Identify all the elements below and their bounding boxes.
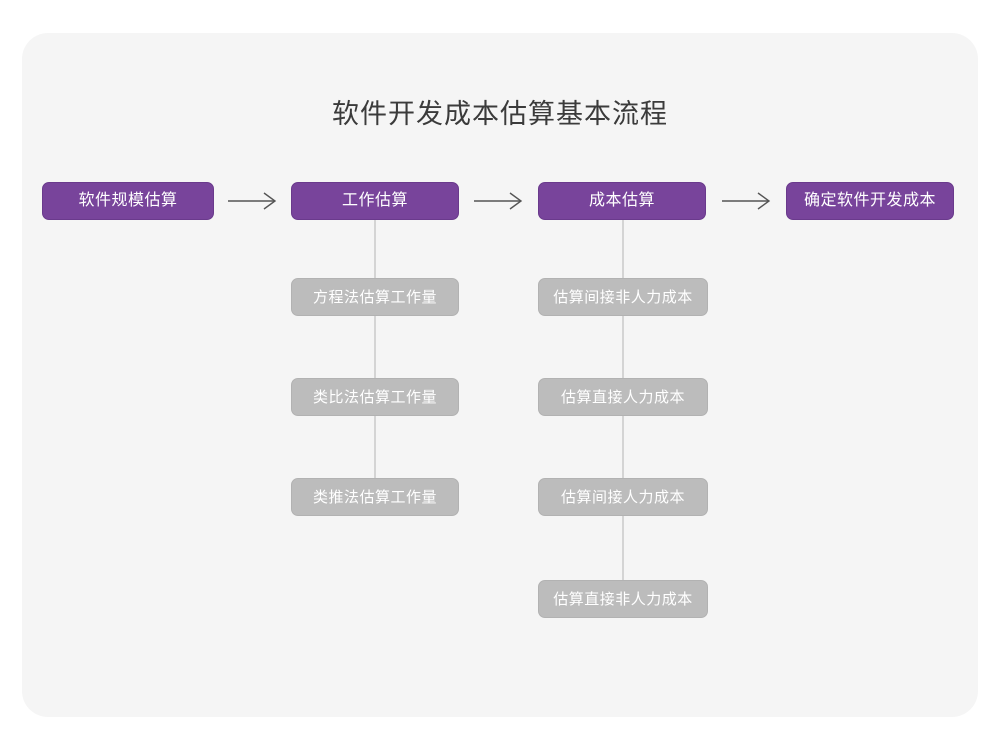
stage-node-label: 软件规模估算 [78, 192, 178, 209]
stage-node-cost-estimation[interactable]: 成本估算 [538, 182, 706, 220]
flow-arrow-3 [722, 190, 774, 212]
stage-node-software-scale-estimation[interactable]: 软件规模估算 [42, 182, 214, 220]
substep-node-label: 类推法估算工作量 [312, 488, 437, 506]
substep-node-label: 估算直接非人力成本 [553, 590, 693, 608]
substep-node-indirect-labor-cost[interactable]: 估算间接人力成本 [538, 478, 708, 516]
substep-node-label: 类比法估算工作量 [312, 388, 437, 406]
substep-node-indirect-nonlabor-cost[interactable]: 估算间接非人力成本 [538, 278, 708, 316]
substep-node-direct-labor-cost[interactable]: 估算直接人力成本 [538, 378, 708, 416]
flow-arrow-2 [474, 190, 526, 212]
substep-node-equation-method-workload[interactable]: 方程法估算工作量 [291, 278, 459, 316]
page-title: 软件开发成本估算基本流程 [332, 99, 668, 129]
substep-node-label: 方程法估算工作量 [312, 288, 437, 306]
substep-node-label: 估算间接人力成本 [560, 488, 685, 506]
stage-node-label: 成本估算 [588, 192, 655, 209]
stage-node-work-estimation[interactable]: 工作估算 [291, 182, 459, 220]
substep-node-direct-nonlabor-cost[interactable]: 估算直接非人力成本 [538, 580, 708, 618]
substep-node-analogy-method-workload[interactable]: 类比法估算工作量 [291, 378, 459, 416]
stage-node-determine-development-cost[interactable]: 确定软件开发成本 [786, 182, 954, 220]
connector-line-stage-2 [374, 211, 376, 499]
flow-arrow-1 [228, 190, 280, 212]
substep-node-label: 估算直接人力成本 [560, 388, 685, 406]
substep-node-inference-method-workload[interactable]: 类推法估算工作量 [291, 478, 459, 516]
stage-node-label: 确定软件开发成本 [803, 192, 936, 209]
stage-node-label: 工作估算 [341, 192, 408, 209]
diagram-card [22, 33, 978, 717]
substep-node-label: 估算间接非人力成本 [553, 288, 693, 306]
